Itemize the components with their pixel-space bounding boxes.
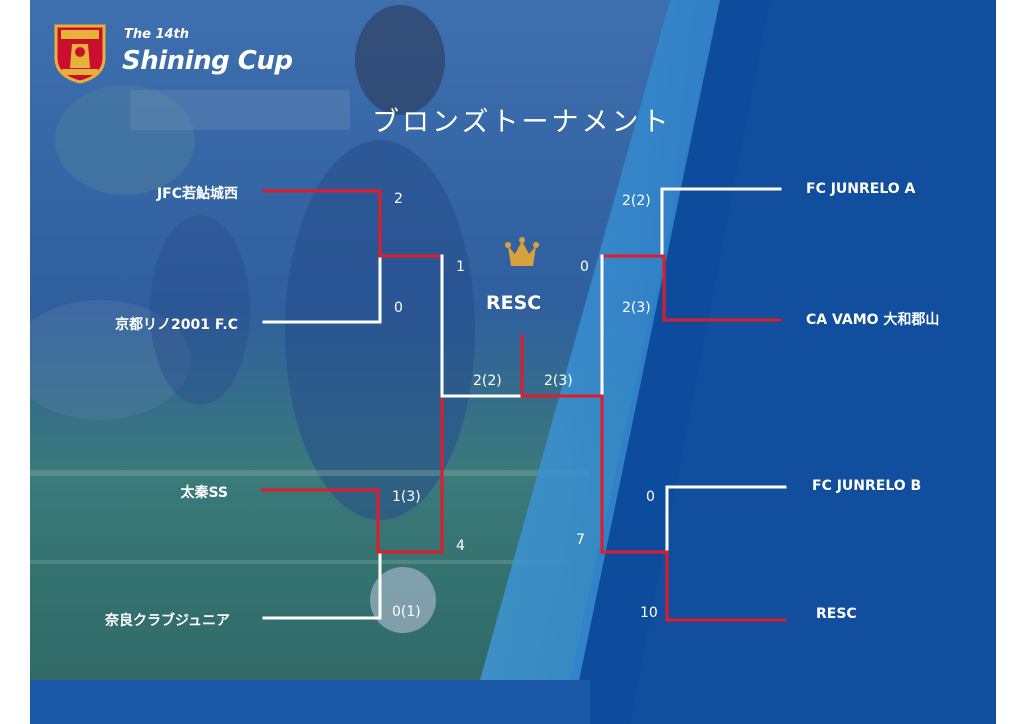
right-team-2: CA VAMO 大和郡山 xyxy=(806,312,940,328)
left-score-final: 2(2) xyxy=(473,373,502,389)
right-score-semi-top: 0 xyxy=(580,259,589,275)
left-score-semi-bottom: 4 xyxy=(456,538,465,554)
right-score-semi-bottom: 7 xyxy=(576,532,585,548)
right-team-4: RESC xyxy=(816,606,857,622)
left-team4-line xyxy=(262,550,382,620)
left-score-team2: 0 xyxy=(394,300,403,316)
club-emblem-icon xyxy=(54,24,106,84)
crown-icon xyxy=(505,237,539,266)
left-team-4: 奈良クラブジュニア xyxy=(104,613,230,629)
right-team2-line xyxy=(662,254,782,322)
left-team3-line xyxy=(260,488,380,554)
tournament-title: ブロンズトーナメント xyxy=(372,107,672,138)
left-score-team1: 2 xyxy=(394,191,403,207)
right-score-team1: 2(2) xyxy=(622,193,651,209)
right-score-team2: 2(3) xyxy=(622,300,651,316)
left-team-3: 太秦SS xyxy=(180,485,228,501)
right-score-team4: 10 xyxy=(640,605,658,621)
left-score-team4: 0(1) xyxy=(392,604,421,620)
tournament-poster: The 14th Shining Cup ブロンズトーナメント RESC xyxy=(30,0,996,724)
right-team1-line xyxy=(660,187,782,258)
cup-name: Shining Cup xyxy=(122,46,293,76)
left-team-1: JFC若鮎城西 xyxy=(156,186,238,202)
bracket-lines xyxy=(260,187,787,622)
right-team-1: FC JUNRELO A xyxy=(806,181,916,197)
right-score-final: 2(3) xyxy=(544,373,573,389)
champion-name: RESC xyxy=(486,292,542,314)
left-score-semi-top: 1 xyxy=(456,259,465,275)
edition-label: The 14th xyxy=(124,27,190,42)
right-score-team3: 0 xyxy=(646,489,655,505)
left-score-team3: 1(3) xyxy=(392,489,421,505)
left-team2-line xyxy=(262,254,382,324)
background xyxy=(30,0,996,724)
right-team4-line xyxy=(665,550,787,622)
left-team1-line xyxy=(262,189,382,258)
left-team-2: 京都リノ2001 F.C xyxy=(115,317,238,333)
right-team-3: FC JUNRELO B xyxy=(812,478,922,494)
right-team3-line xyxy=(665,485,787,554)
